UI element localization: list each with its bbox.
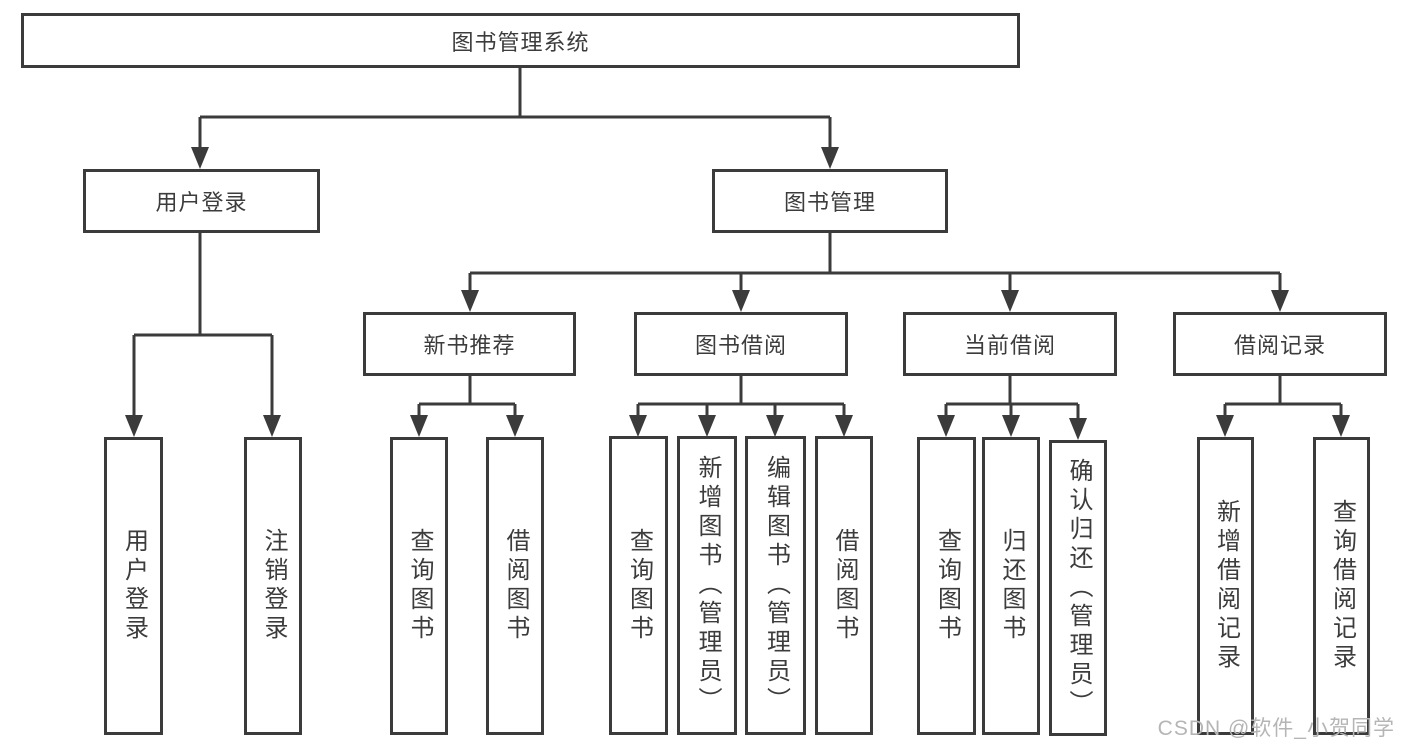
connector-newbook-to-leaves (410, 376, 524, 437)
connector-current-to-leaves (937, 376, 1087, 440)
connector-borrow-to-leaves (629, 376, 853, 437)
leaf-borrow-add-admin-label: 新增图书（管理员） (694, 455, 721, 716)
leaf-newbook-borrow-label: 借阅图书 (502, 528, 529, 644)
node-user-login-label: 用户登录 (155, 190, 248, 215)
node-current-borrow: 当前借阅 (903, 312, 1117, 376)
node-new-book-recommend-label: 新书推荐 (423, 333, 516, 358)
leaf-current-query: 查询图书 (917, 437, 976, 735)
leaf-newbook-query-label: 查询图书 (406, 528, 433, 644)
node-root-label: 图书管理系统 (451, 29, 590, 55)
leaf-borrow-query: 查询图书 (609, 436, 668, 735)
leaf-return-book: 归还图书 (982, 437, 1040, 735)
leaf-borrow-edit-admin-label: 编辑图书（管理员） (762, 455, 790, 716)
connector-login-to-leaves (125, 233, 281, 437)
leaf-borrow-book-label: 借阅图书 (831, 527, 858, 644)
node-book-management: 图书管理 (712, 169, 948, 233)
node-book-borrow-label: 图书借阅 (694, 333, 787, 358)
leaf-confirm-return-admin: 确认归还（管理员） (1049, 440, 1107, 736)
connector-records-to-leaves (1216, 376, 1350, 437)
node-new-book-recommend: 新书推荐 (363, 312, 576, 376)
leaf-logout: 注销登录 (244, 437, 302, 735)
leaf-borrow-add-admin: 新增图书（管理员） (677, 436, 737, 735)
leaf-borrow-query-label: 查询图书 (625, 527, 653, 644)
leaf-confirm-return-admin-label: 确认归还（管理员） (1065, 457, 1092, 719)
connector-bookmgmt-to-level3 (461, 233, 1289, 312)
leaf-record-add: 新增借阅记录 (1197, 437, 1254, 735)
watermark: CSDN @软件_小贺同学 (1157, 717, 1395, 740)
leaf-record-query-label: 查询借阅记录 (1328, 499, 1356, 673)
connector-root-to-level2 (191, 68, 839, 169)
node-borrow-records: 借阅记录 (1173, 312, 1387, 376)
leaf-borrow-book: 借阅图书 (815, 436, 873, 735)
leaf-borrow-edit-admin: 编辑图书（管理员） (745, 436, 806, 735)
leaf-newbook-borrow: 借阅图书 (486, 437, 544, 735)
leaf-return-book-label: 归还图书 (998, 528, 1025, 644)
leaf-current-query-label: 查询图书 (933, 528, 961, 644)
leaf-user-login-label: 用户登录 (120, 528, 148, 644)
node-user-login: 用户登录 (83, 169, 320, 233)
leaf-logout-label: 注销登录 (260, 528, 287, 644)
leaf-newbook-query: 查询图书 (390, 437, 448, 735)
leaf-record-query: 查询借阅记录 (1313, 437, 1370, 735)
node-book-management-label: 图书管理 (783, 190, 876, 215)
node-current-borrow-label: 当前借阅 (963, 333, 1056, 358)
node-borrow-records-label: 借阅记录 (1233, 333, 1326, 358)
leaf-record-add-label: 新增借阅记录 (1212, 499, 1240, 673)
node-book-borrow: 图书借阅 (634, 312, 848, 376)
leaf-user-login: 用户登录 (104, 437, 163, 735)
node-root: 图书管理系统 (21, 13, 1020, 68)
